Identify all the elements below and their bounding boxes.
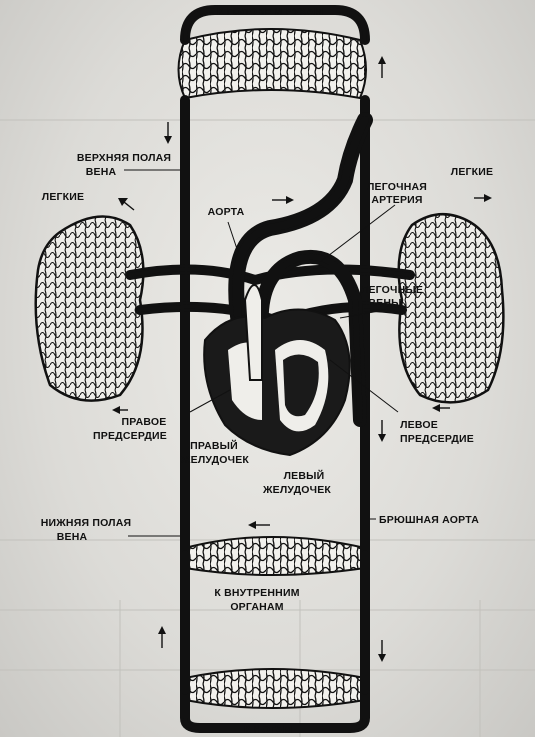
- arrow-up-left-icon: [118, 198, 135, 211]
- label-right-atrium-2: ПРЕДСЕРДИЕ: [93, 430, 167, 442]
- label-pulmonary-veins: ЛЕГОЧНЫЕ: [361, 284, 423, 296]
- label-pulmonary-artery-2: АРТЕРИЯ: [371, 194, 422, 206]
- label-pulmonary-artery: ЛЕГОЧНАЯ: [367, 181, 427, 193]
- label-aorta: АОРТА: [208, 206, 245, 218]
- arrow-down-icon: [378, 420, 386, 442]
- arrow-up-icon: [378, 56, 386, 78]
- head-arms-capillaries: [177, 28, 367, 100]
- labels: К ГОЛОВЕ И РУКАМ ВЕРХНЯЯ ПОЛАЯ ВЕНА ЛЕГК…: [41, 6, 493, 736]
- label-internal-organs: К ВНУТРЕННИМ: [214, 587, 299, 599]
- aorta-arch: [228, 112, 373, 338]
- arrow-right-icon: [272, 196, 294, 204]
- arrow-left-icon: [248, 521, 270, 529]
- label-left-ventricle-2: ЖЕЛУДОЧЕК: [262, 484, 331, 496]
- left-lung: [34, 215, 145, 402]
- label-legs: К НОГАМ: [244, 724, 292, 736]
- label-lungs-left: ЛЕГКИЕ: [42, 191, 84, 203]
- flow-arrows: [112, 56, 492, 662]
- label-lungs-right: ЛЕГКИЕ: [451, 166, 493, 178]
- label-left-atrium: ЛЕВОЕ: [400, 419, 438, 431]
- label-pulmonary-veins-2: ВЕНЫ: [368, 297, 401, 309]
- label-abdominal-aorta: БРЮШНАЯ АОРТА: [379, 514, 479, 526]
- arrow-down-icon: [378, 640, 386, 662]
- label-left-atrium-2: ПРЕДСЕРДИЕ: [400, 433, 474, 445]
- arrow-down-icon: [164, 122, 172, 144]
- label-left-ventricle: ЛЕВЫЙ: [284, 469, 325, 482]
- background-grid: [0, 119, 535, 737]
- arrow-right-icon: [474, 194, 492, 202]
- arrow-left-icon: [112, 406, 128, 414]
- systemic-circuit: [180, 5, 370, 733]
- label-internal-organs-2: ОРГАНАМ: [230, 601, 283, 613]
- label-right-atrium: ПРАВОЕ: [122, 416, 167, 428]
- label-inferior-vena-cava: НИЖНЯЯ ПОЛАЯ: [41, 517, 132, 529]
- legs-capillaries: [180, 668, 370, 709]
- leader-lines: [124, 169, 399, 537]
- label-head-arms: К ГОЛОВЕ И РУКАМ: [217, 6, 323, 18]
- right-lung: [397, 212, 505, 404]
- label-right-ventricle: ПРАВЫЙ: [190, 439, 238, 452]
- label-superior-vena-cava: ВЕРХНЯЯ ПОЛАЯ: [77, 152, 171, 164]
- arrow-up-icon: [158, 626, 166, 648]
- label-inferior-vena-cava-2: ВЕНА: [57, 531, 88, 543]
- label-right-ventricle-2: ЖЕЛУДОЧЕК: [180, 454, 249, 466]
- internal-organs-capillaries: [180, 536, 370, 576]
- arrow-left-icon: [432, 404, 450, 412]
- label-superior-vena-cava-2: ВЕНА: [86, 166, 117, 178]
- pulmonary-artery: [254, 249, 367, 427]
- heart: [203, 284, 351, 457]
